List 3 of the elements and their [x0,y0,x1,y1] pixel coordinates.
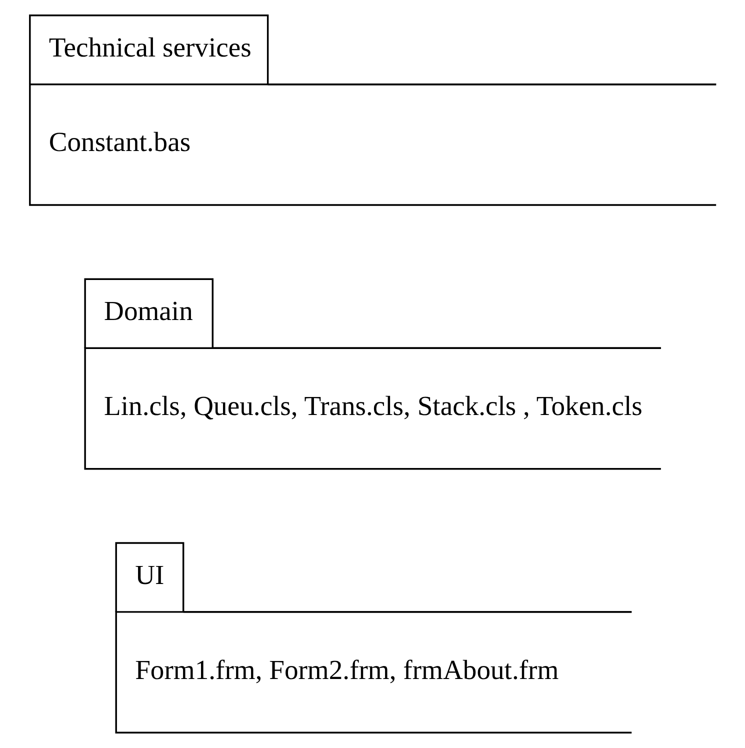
node-text: Domain Lin.cls, Queu.cls, Trans.cls, Stack.cls , Token.cls [104,295,642,422]
node-text: UI Form1.frm, Form2.frm, frmAbout.frm [134,559,558,685]
node-text: Technical services Constant.bas [48,31,251,158]
